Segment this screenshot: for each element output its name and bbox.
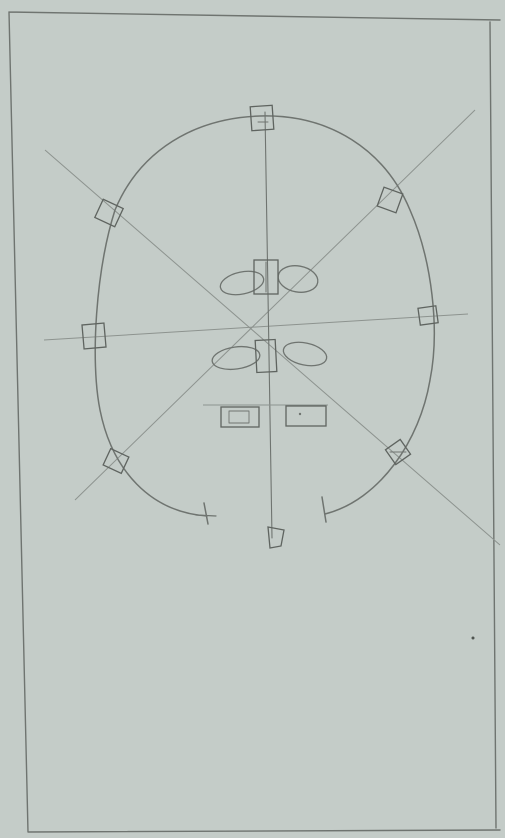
stray-dot xyxy=(472,637,475,640)
label-box-right-dot xyxy=(299,413,301,415)
